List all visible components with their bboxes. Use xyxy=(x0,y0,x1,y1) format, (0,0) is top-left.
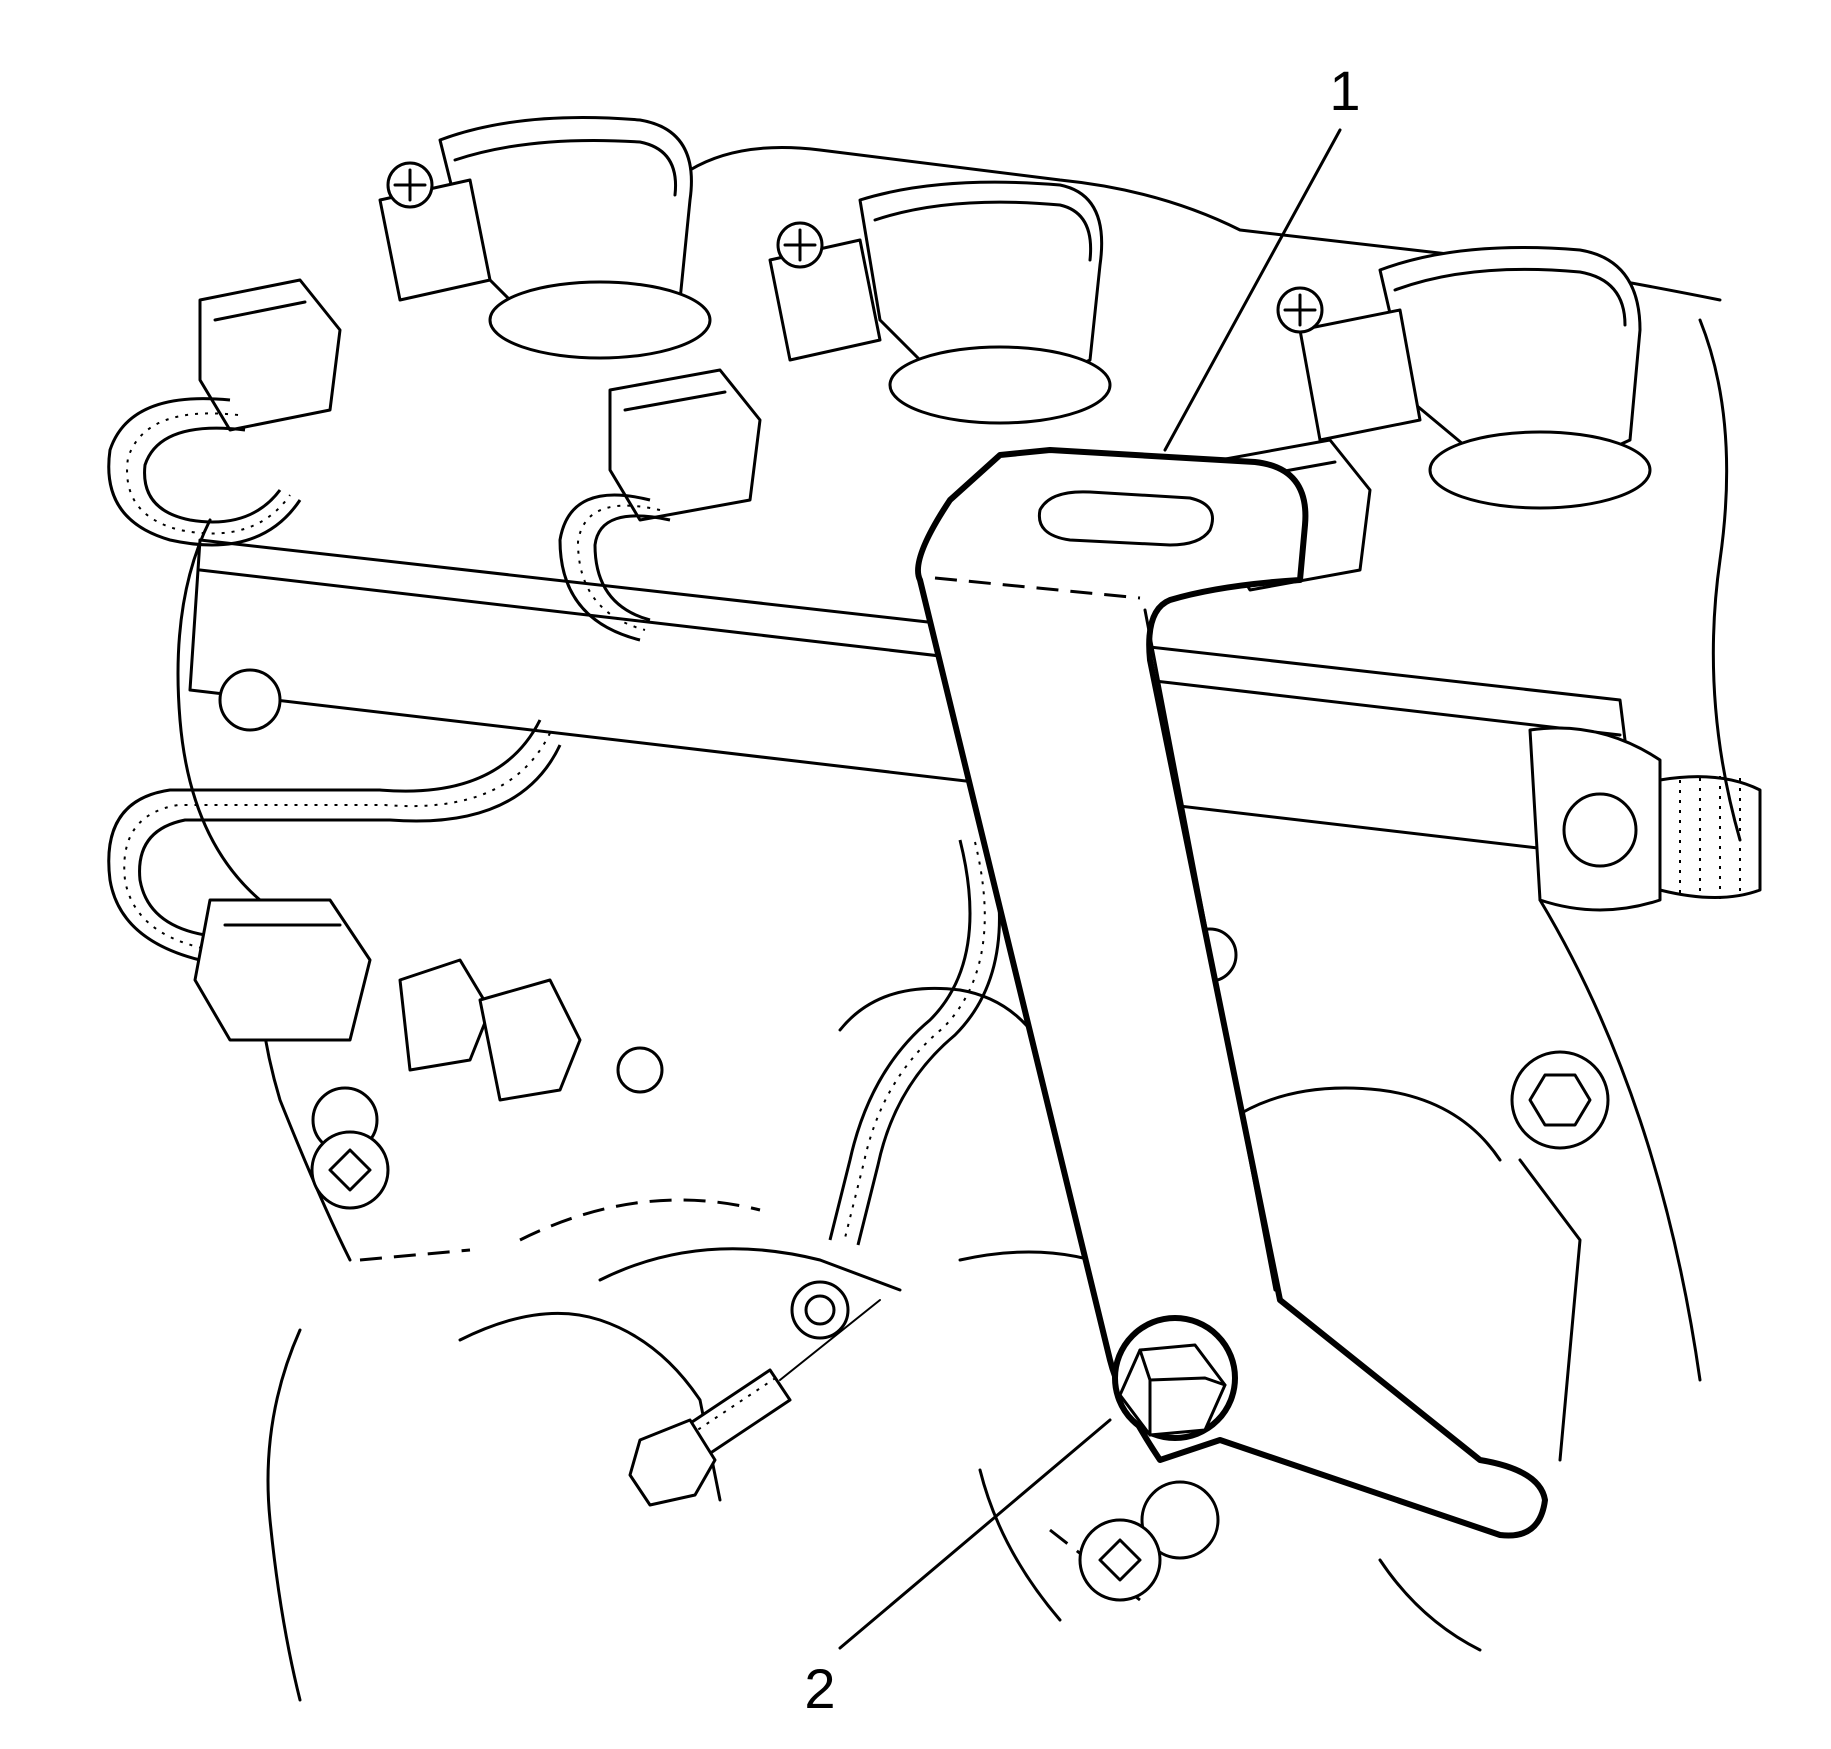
wiring-harness xyxy=(107,397,1001,1246)
lower-connector xyxy=(193,898,582,1102)
callout-2-label: 2 xyxy=(804,1657,835,1720)
ignition-coil-1 xyxy=(378,116,712,360)
bracket-bolt xyxy=(1112,1315,1238,1441)
ignition-coil-3 xyxy=(1276,246,1652,510)
bracket xyxy=(915,447,1548,1539)
injector-connector-1 xyxy=(198,278,342,432)
callout-1-leader xyxy=(1163,128,1342,452)
callout-1-label: 1 xyxy=(1329,59,1360,122)
injector-connector-2 xyxy=(608,368,762,522)
ignition-coil-2 xyxy=(768,180,1112,425)
ground-bolt xyxy=(628,1280,881,1507)
callout-2-leader xyxy=(838,1418,1112,1650)
